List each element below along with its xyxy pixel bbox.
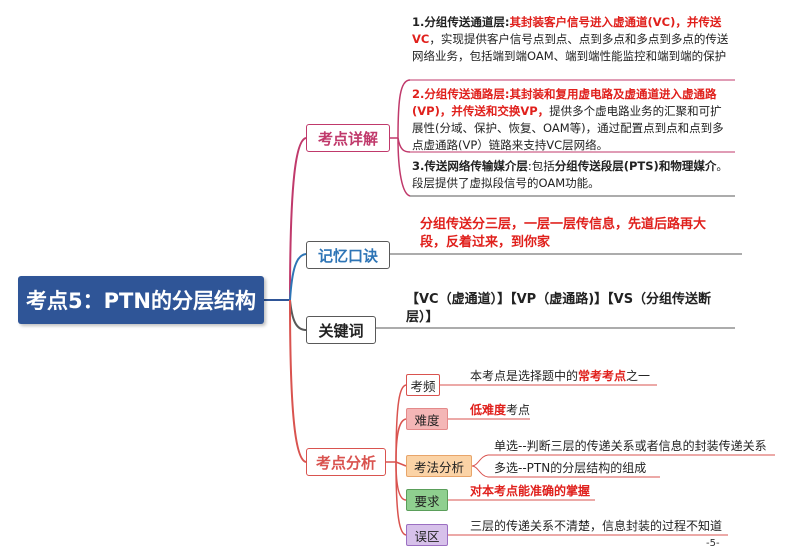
analysis-frequency-node[interactable]: 考频 (406, 374, 440, 396)
frequency-text-highlight: 常考考点 (578, 369, 627, 383)
frequency-text-2: 之一 (626, 369, 651, 383)
root-title: 考点5：PTN的分层结构 (26, 289, 256, 313)
analysis-mistake-node[interactable]: 误区 (406, 524, 448, 546)
page-number: -5- (706, 538, 720, 549)
branch-analysis-label: 考点分析 (315, 453, 376, 472)
method-multi-text: 多选--PTN的分层结构的组成 (494, 461, 647, 475)
requirement-label: 要求 (414, 493, 440, 509)
difficulty-text-highlight: 低难度 (470, 403, 507, 417)
branch-detail[interactable]: 考点详解 (306, 124, 390, 152)
branch-keywords[interactable]: 关键词 (306, 316, 376, 344)
analysis-method-node[interactable]: 考法分析 (406, 455, 472, 477)
mnemonic-text[interactable]: 分组传送分三层，一层一层传信息，先道后路再大段，反着过来，到你家 (420, 217, 707, 250)
detail-item-2-body: 提供多个虚电路业务的汇聚和可扩展性(分域、保护、恢复、OAM等)，通过配置点到点… (412, 104, 724, 152)
frequency-text: 本考点是选择题中的常考考点之一 (470, 368, 650, 384)
root-topic[interactable]: 考点5：PTN的分层结构 (18, 276, 264, 324)
requirement-text: 对本考点能准确的掌握 (470, 484, 591, 498)
method-label: 考法分析 (413, 459, 464, 475)
frequency-text-1: 本考点是选择题中的 (470, 369, 579, 383)
detail-item-3-body: 。段层提供了虚拟段信号的OAM功能。 (412, 159, 728, 190)
branch-keywords-label: 关键词 (318, 321, 364, 340)
frequency-label: 考频 (410, 378, 436, 394)
detail-item-2[interactable]: 2.分组传送通路层:其封装和复用虚电路及虚通道进入虚通路(VP)，并传送和交换V… (412, 86, 732, 154)
method-single-text: 单选--判断三层的传递关系或者信息的封装传递关系 (494, 439, 767, 453)
keywords-text[interactable]: 【VC（虚通道）】【VP（虚通路)】【VS（分组传送断层）】 (406, 292, 712, 325)
detail-item-3[interactable]: 3.传送网络传输媒介层:包括分组传送段层(PTS)和物理媒介。段层提供了虚拟段信… (412, 158, 732, 192)
detail-item-3-highlight: 分组传送段层(PTS)和物理媒介 (554, 159, 717, 173)
difficulty-label: 难度 (414, 412, 440, 428)
detail-item-2-highlight: 其封装和复用虚电路及虚通道进入虚通路(VP)，并传送和交换VP， (412, 87, 717, 118)
branch-analysis[interactable]: 考点分析 (306, 448, 386, 476)
detail-item-2-heading: 2.分组传送通路层: (412, 87, 510, 101)
detail-item-1-heading: 1.分组传送通道层: (412, 15, 510, 29)
detail-item-3-heading: 3.传送网络传输媒介层 (412, 159, 528, 173)
detail-item-3-prefix: :包括 (527, 159, 555, 173)
mistake-text: 三层的传递关系不清楚，信息封装的过程不知道 (470, 519, 723, 533)
branch-detail-label: 考点详解 (317, 129, 378, 148)
difficulty-text-rest: 考点 (506, 403, 531, 417)
difficulty-text: 低难度考点 (470, 402, 530, 418)
branch-mnemonic[interactable]: 记忆口诀 (306, 241, 390, 269)
detail-item-1-body: ，实现提供客户信号点到点、点到多点和多点到多点的传送网络业务，包括端到端OAM、… (412, 32, 729, 63)
analysis-requirement-node[interactable]: 要求 (406, 489, 448, 511)
detail-item-1-highlight: 其封装客户信号进入虚通道(VC)，并传送VC (412, 15, 722, 46)
analysis-difficulty-node[interactable]: 难度 (406, 408, 448, 430)
branch-mnemonic-label: 记忆口诀 (317, 246, 378, 265)
detail-item-1[interactable]: 1.分组传送通道层:其封装客户信号进入虚通道(VC)，并传送VC，实现提供客户信… (412, 14, 732, 65)
mistake-label: 误区 (414, 528, 440, 544)
